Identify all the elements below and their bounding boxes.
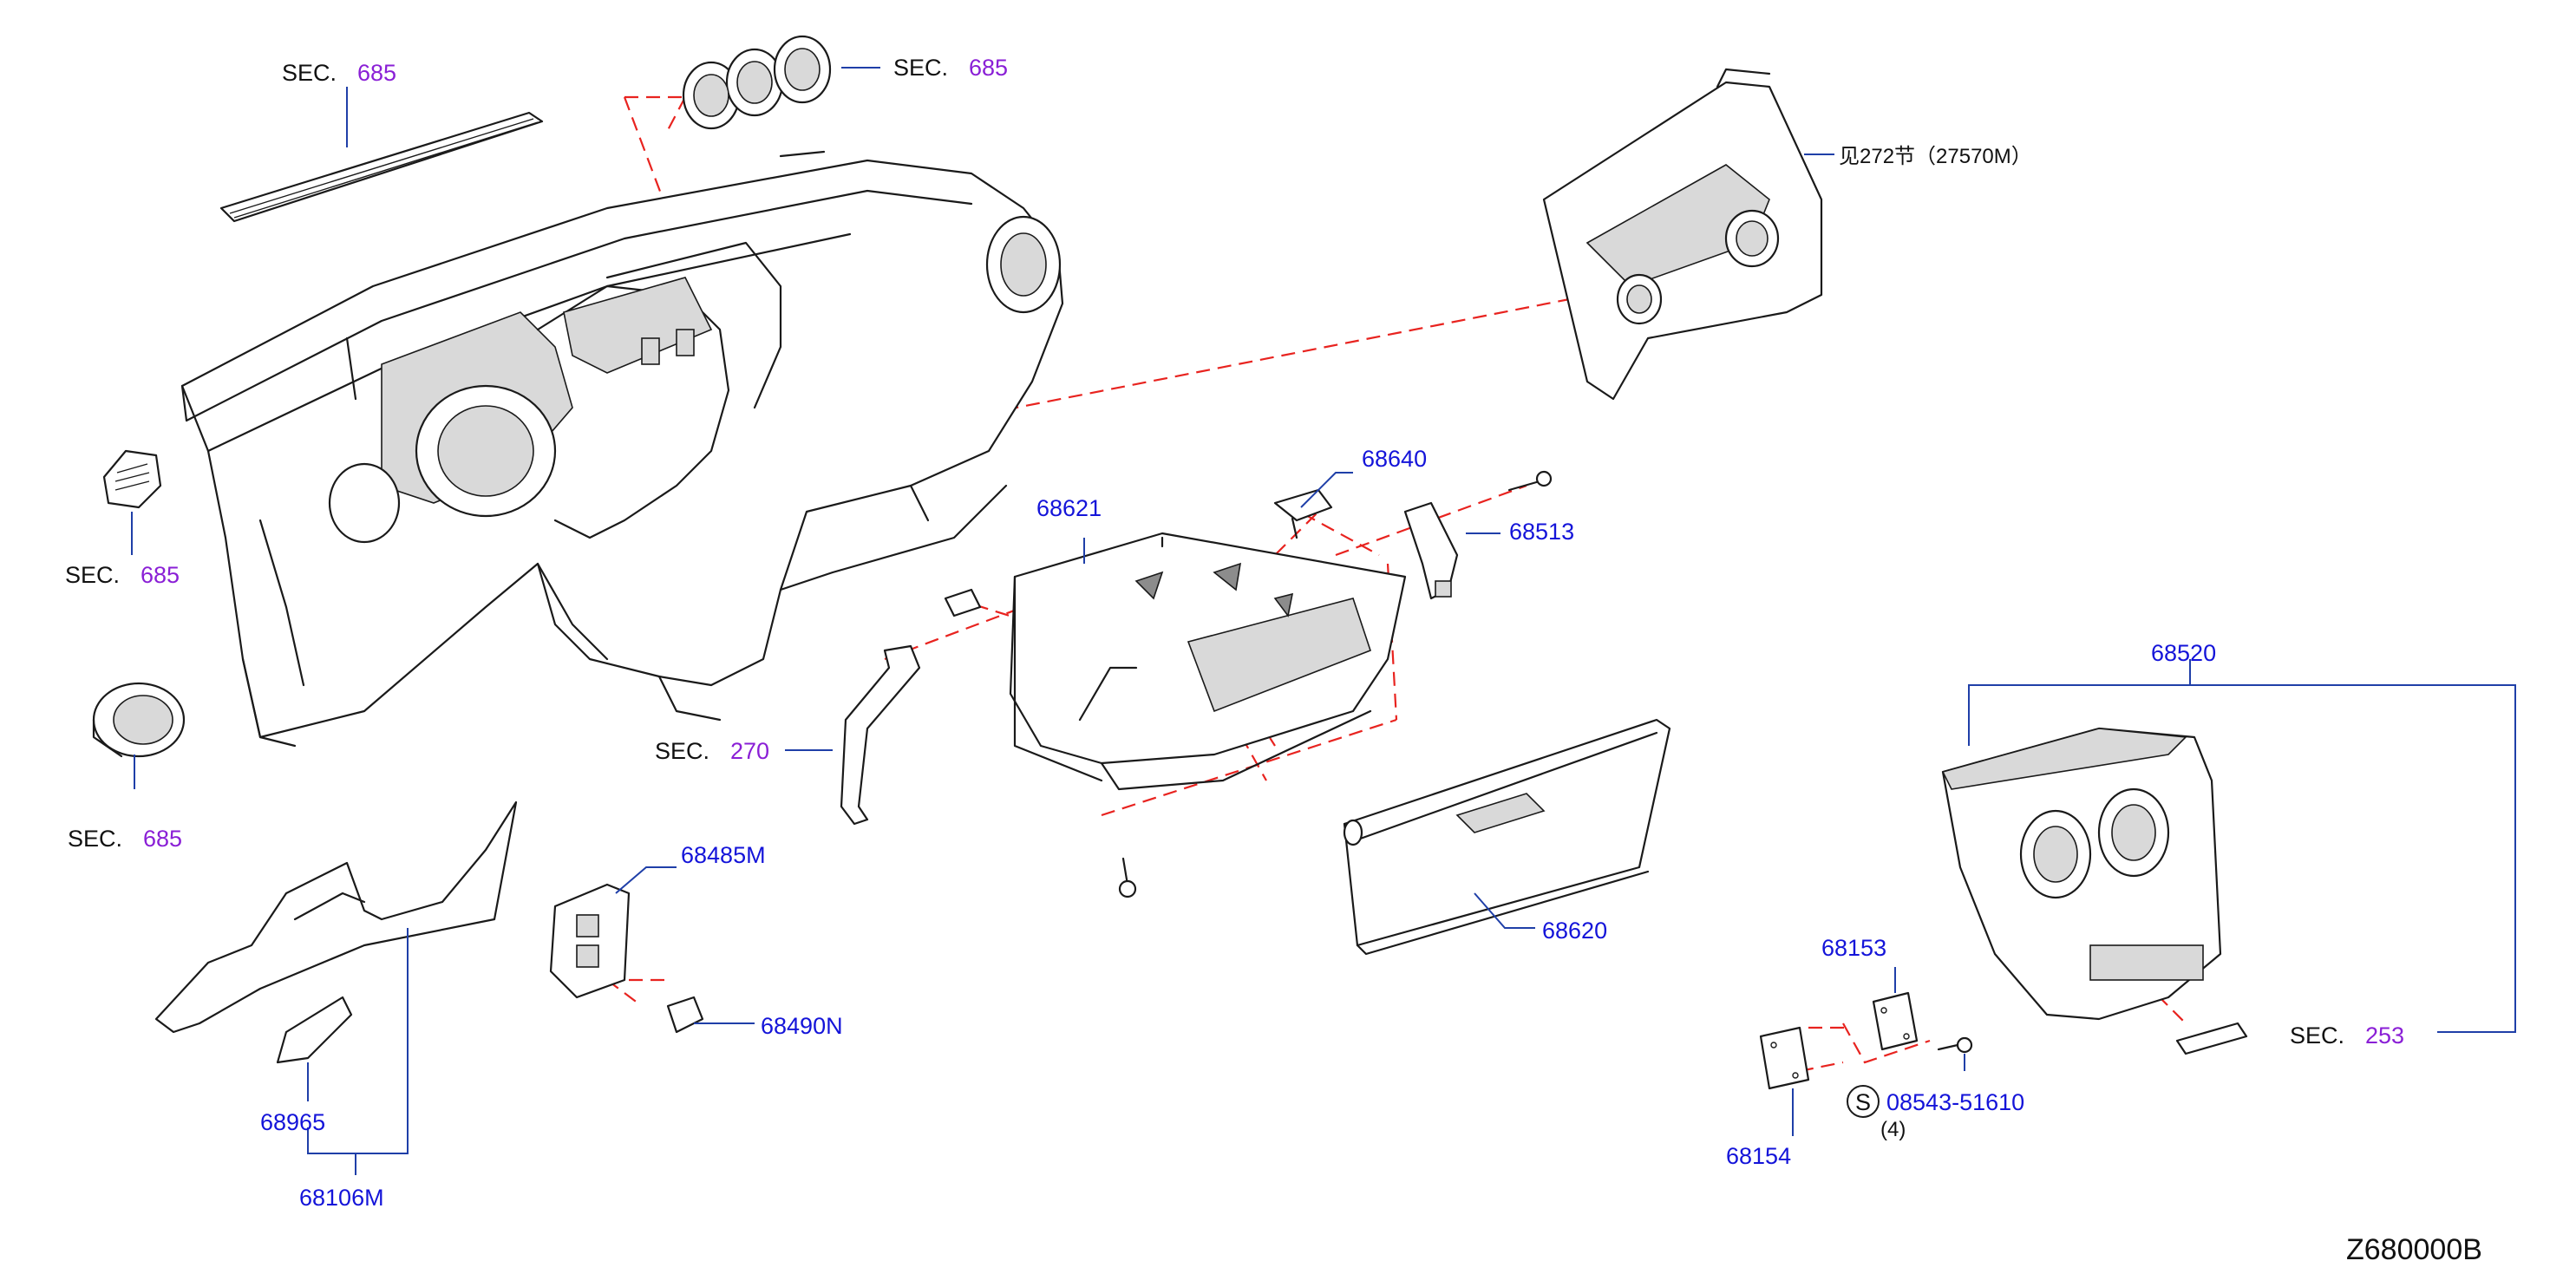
screw-bottom <box>1118 857 1137 898</box>
sec-label-253-prefix: SEC. <box>2290 1022 2344 1049</box>
leader-lines <box>131 67 2516 1175</box>
sec-label-left-low-number: 685 <box>143 826 182 852</box>
sec-label-top-left-number: 685 <box>357 60 396 86</box>
sec-label-270-prefix: SEC. <box>655 738 709 764</box>
glove-box-housing <box>1009 532 1407 791</box>
defroster-grille <box>219 111 544 223</box>
sec-label-left-mid-prefix: SEC. <box>65 562 120 588</box>
sec-label-253-number: 253 <box>2365 1022 2404 1049</box>
screw-top <box>1507 470 1553 492</box>
part-label-68621: 68621 <box>1036 495 1102 521</box>
part-label-68106M: 68106M <box>299 1185 384 1211</box>
bracket-68485M <box>549 883 631 999</box>
part-label-68154: 68154 <box>1726 1143 1791 1169</box>
clip-68640 <box>1273 488 1333 539</box>
part-label-68490N: 68490N <box>761 1013 843 1039</box>
sec-label-top-center-number: 685 <box>969 55 1008 81</box>
part-label-68640: 68640 <box>1362 446 1427 472</box>
part-label-68513: 68513 <box>1509 519 1574 545</box>
screw-quantity: (4) <box>1880 1118 1906 1141</box>
sec-label-270-number: 270 <box>730 738 769 764</box>
center-bezel-upper <box>1542 68 1823 401</box>
striker-68513 <box>1403 501 1459 600</box>
duct-bracket <box>840 644 921 826</box>
small-cover-68965 <box>276 996 353 1064</box>
screw-symbol: S <box>1855 1089 1871 1115</box>
center-vent-assembly <box>682 35 832 130</box>
sec-label-top-left-prefix: SEC. <box>282 60 337 86</box>
sec-label-left-low-prefix: SEC. <box>68 826 122 852</box>
clip-68490N <box>666 996 704 1034</box>
side-vent-round <box>92 682 186 758</box>
side-vent-square <box>102 449 162 509</box>
part-label-08543-51610: 08543-51610 <box>1886 1089 2024 1115</box>
part-label-68153: 68153 <box>1821 935 1886 961</box>
knee-panel <box>154 800 518 1034</box>
glove-box-lid <box>1343 718 1671 956</box>
part-label-68520: 68520 <box>2151 640 2216 666</box>
reference-note: 见272节（27570M） <box>1839 145 2032 168</box>
sec-253-part <box>2175 1022 2248 1055</box>
sec-label-left-mid-number: 685 <box>141 562 180 588</box>
plate-68153 <box>1872 991 1919 1051</box>
sec-label-top-center-prefix: SEC. <box>893 55 948 81</box>
part-label-68485M: 68485M <box>681 842 766 868</box>
screw-symbol-circle <box>1847 1085 1880 1118</box>
instrument-panel-assembly <box>180 150 1064 748</box>
part-label-68965: 68965 <box>260 1109 325 1135</box>
part-label-68620: 68620 <box>1542 918 1607 944</box>
center-cluster-68520 <box>1941 727 2222 1021</box>
plate-68154 <box>1759 1026 1810 1090</box>
screw-small-clip <box>944 588 982 617</box>
diagram-code: Z680000B <box>2346 1233 2482 1266</box>
screw-08543 <box>1937 1036 1973 1054</box>
